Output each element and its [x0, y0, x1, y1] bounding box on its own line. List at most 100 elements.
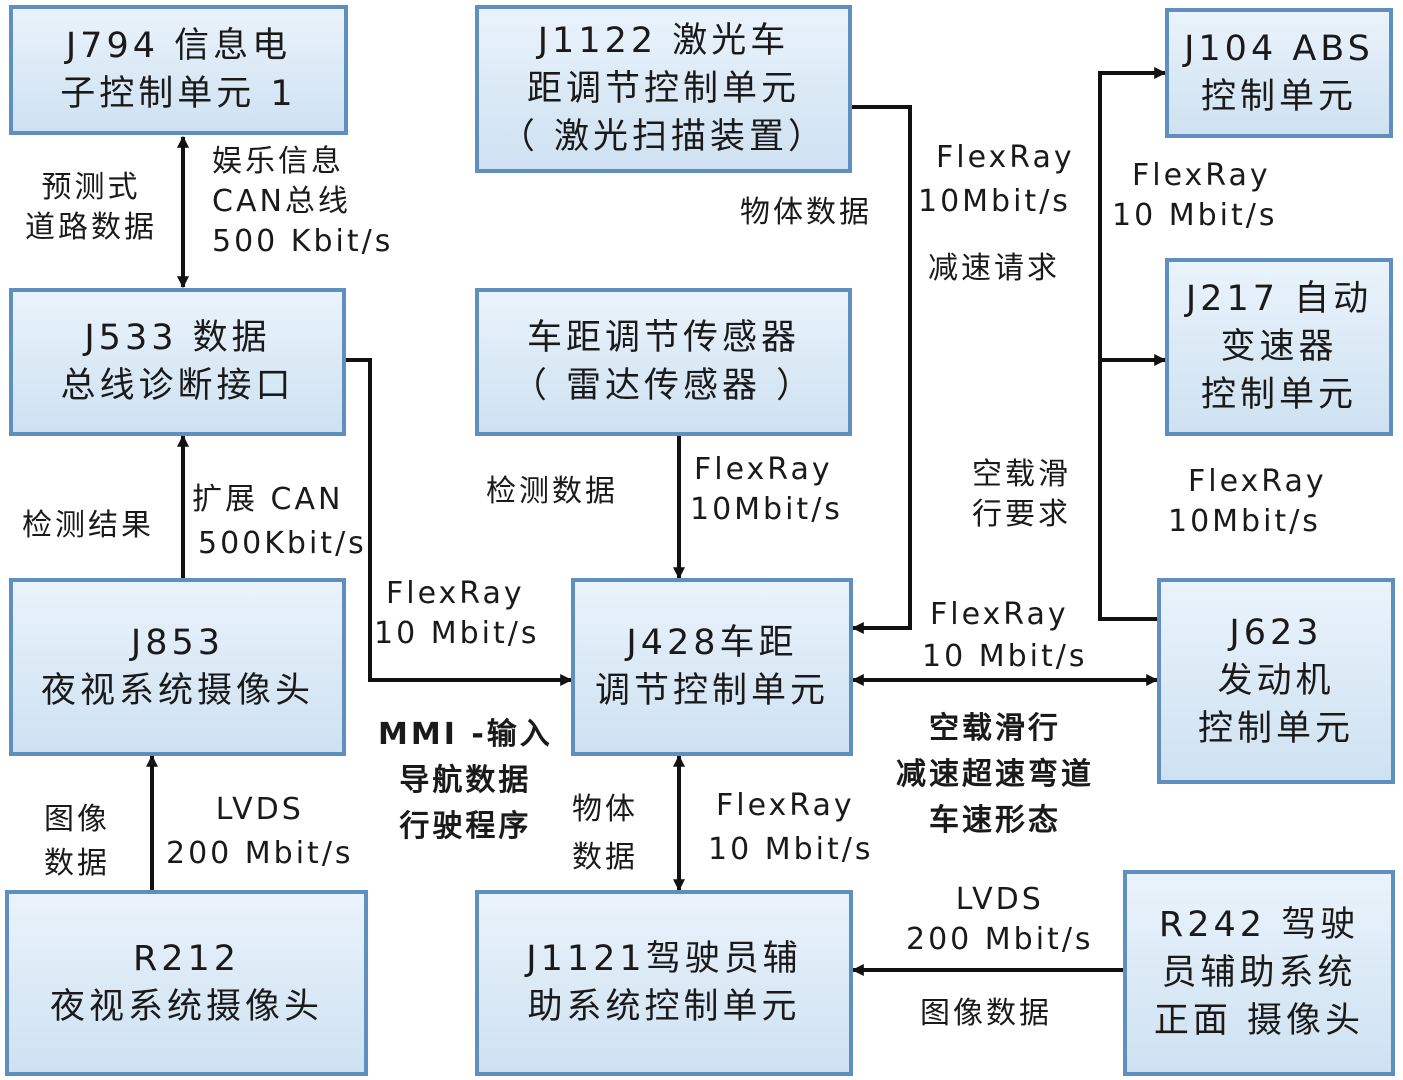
label-lvds-left-line2: 200 Mbit/s [166, 836, 354, 871]
box-j217: J217 自动 变速器 控制单元 [1165, 258, 1393, 436]
label-image-data-left-line1: 图像 [44, 802, 110, 837]
label-flexray-j533: FlexRay 10 Mbit/s [374, 574, 539, 654]
label-flexray-j217-line1: FlexRay [1188, 464, 1327, 499]
label-detection-data: 检测数据 [486, 474, 618, 509]
label-flexray-j1122: FlexRay 10Mbit/s [918, 136, 1075, 224]
box-r242-line1: R242 驾驶 [1158, 905, 1360, 945]
link-j1122-j428 [851, 105, 912, 634]
box-j533: J533 数据 总线诊断接口 [9, 288, 346, 436]
label-flexray-j1122-line1: FlexRay [936, 140, 1075, 175]
label-infotainment-can: 娱乐信息 CAN总线 500 Kbit/s [212, 142, 393, 262]
label-flexray-abs-line1: FlexRay [1132, 158, 1271, 193]
label-coast-request-line2: 行要求 [972, 497, 1071, 532]
label-object-data-top: 物体数据 [740, 195, 872, 230]
label-coast-states-line3: 车速形态 [929, 803, 1061, 838]
label-predictive-road-line2: 道路数据 [25, 210, 157, 245]
box-r212-line2: 夜视系统摄像头 [49, 987, 323, 1027]
label-flexray-abs: FlexRay 10 Mbit/s [1112, 156, 1277, 236]
box-j1122-line2: 距调节控制单元 [526, 69, 800, 109]
label-flexray-radar-line1: FlexRay [694, 452, 833, 487]
label-mmi-input: MMI -输入 导航数据 行驶程序 [378, 712, 553, 850]
label-infotainment-line2: CAN总线 [212, 184, 351, 219]
box-radar-line1: 车距调节传感器 [526, 318, 800, 358]
box-j533-line1: J533 数据 [84, 318, 271, 358]
label-mmi-line1: MMI -输入 [378, 717, 553, 752]
label-flexray-j533-line1: FlexRay [386, 576, 525, 611]
label-infotainment-line1: 娱乐信息 [212, 144, 344, 179]
box-r212-line1: R212 [132, 939, 241, 979]
label-coast-states-line2: 减速超速弯道 [896, 757, 1094, 792]
label-object-data-bottom: 物体 数据 [572, 786, 638, 882]
box-j623-line3: 控制单元 [1197, 709, 1354, 749]
label-flexray-j217-line2: 10Mbit/s [1168, 504, 1321, 539]
link-j623-bus [1098, 67, 1167, 621]
label-flexray-j533-line2: 10 Mbit/s [374, 616, 540, 651]
label-lvds-right: LVDS 200 Mbit/s [906, 880, 1094, 960]
label-mmi-line3: 行驶程序 [399, 809, 532, 844]
box-j853-line2: 夜视系统摄像头 [40, 671, 314, 711]
label-flexray-j217: FlexRay 10Mbit/s [1168, 462, 1327, 542]
label-image-data-left: 图像 数据 [44, 798, 110, 886]
label-ext-can: 扩展 CAN 500Kbit/s [192, 478, 367, 566]
box-j1122-line1: J1122 激光车 [537, 21, 790, 61]
box-j217-line1: J217 自动 [1185, 279, 1373, 319]
label-flexray-j1122-line2: 10Mbit/s [918, 184, 1071, 219]
label-object-data-bottom-line1: 物体 [572, 792, 638, 827]
box-j1122-line3: （ 激光扫描装置） [499, 117, 828, 157]
box-j1122: J1122 激光车 距调节控制单元 （ 激光扫描装置） [475, 5, 852, 173]
label-flexray-radar-line2: 10Mbit/s [690, 492, 843, 527]
box-j428-line2: 调节控制单元 [594, 671, 829, 711]
label-flexray-abs-line2: 10 Mbit/s [1112, 198, 1278, 233]
box-radar-sensor: 车距调节传感器 （ 雷达传感器 ） [475, 288, 852, 436]
box-j104-line1: J104 ABS [1184, 29, 1374, 69]
label-coast-request: 空载滑 行要求 [972, 455, 1071, 535]
box-j428-line1: J428车距 [626, 623, 798, 663]
label-flexray-j1121-line2: 10 Mbit/s [708, 832, 874, 867]
box-j217-line2: 变速器 [1220, 327, 1338, 367]
box-j794-line1: J794 信息电 [65, 26, 292, 66]
box-j853-line1: J853 [130, 623, 225, 663]
box-j104: J104 ABS 控制单元 [1165, 8, 1393, 138]
label-mmi-line2: 导航数据 [399, 763, 532, 798]
label-decel-request: 减速请求 [928, 251, 1060, 286]
box-r242-line2: 员辅助系统 [1161, 953, 1357, 993]
label-predictive-road-line1: 预测式 [41, 170, 141, 205]
box-j1121: J1121驾驶员辅 助系统控制单元 [475, 890, 853, 1076]
box-j217-line3: 控制单元 [1200, 375, 1357, 415]
link-j533-j428 [346, 358, 573, 686]
label-flexray-j1121: FlexRay 10 Mbit/s [708, 784, 873, 872]
box-j623-line1: J623 [1229, 613, 1323, 653]
box-r242-line3: 正面 摄像头 [1153, 1001, 1365, 1041]
box-j623: J623 发动机 控制单元 [1157, 578, 1395, 784]
label-lvds-left-line1: LVDS [215, 792, 304, 827]
box-j1121-line2: 助系统控制单元 [527, 987, 801, 1027]
label-coast-states: 空载滑行 减速超速弯道 车速形态 [896, 706, 1094, 844]
box-j623-line2: 发动机 [1217, 661, 1335, 701]
label-flexray-radar: FlexRay 10Mbit/s [690, 450, 843, 530]
box-j1121-line1: J1121驾驶员辅 [526, 939, 802, 979]
box-r242: R242 驾驶 员辅助系统 正面 摄像头 [1123, 870, 1395, 1076]
label-detection-result: 检测结果 [22, 508, 154, 543]
label-lvds-right-line2: 200 Mbit/s [906, 922, 1094, 957]
box-j428: J428车距 调节控制单元 [571, 578, 853, 756]
label-flexray-j1121-line1: FlexRay [716, 788, 855, 823]
box-j533-line2: 总线诊断接口 [60, 366, 295, 406]
label-ext-can-line2: 500Kbit/s [198, 526, 367, 561]
box-r212: R212 夜视系统摄像头 [5, 890, 368, 1076]
box-radar-line2: （ 雷达传感器 ） [511, 366, 816, 406]
label-predictive-road-data: 预测式 道路数据 [25, 168, 157, 248]
label-coast-states-line1: 空载滑行 [929, 711, 1061, 746]
label-image-data-left-line2: 数据 [44, 846, 110, 881]
label-infotainment-line3: 500 Kbit/s [212, 224, 394, 259]
label-object-data-bottom-line2: 数据 [572, 840, 638, 875]
box-j794-line2: 子控制单元 1 [60, 74, 297, 114]
label-lvds-right-line1: LVDS [955, 882, 1044, 917]
label-flexray-j623: FlexRay 10 Mbit/s [922, 594, 1087, 678]
label-flexray-j623-line2: 10 Mbit/s [922, 639, 1088, 674]
label-flexray-j623-line1: FlexRay [930, 597, 1069, 632]
label-coast-request-line1: 空载滑 [972, 457, 1071, 492]
box-j794: J794 信息电 子控制单元 1 [9, 5, 348, 135]
label-lvds-left: LVDS 200 Mbit/s [166, 788, 354, 876]
box-j104-line2: 控制单元 [1200, 77, 1357, 117]
